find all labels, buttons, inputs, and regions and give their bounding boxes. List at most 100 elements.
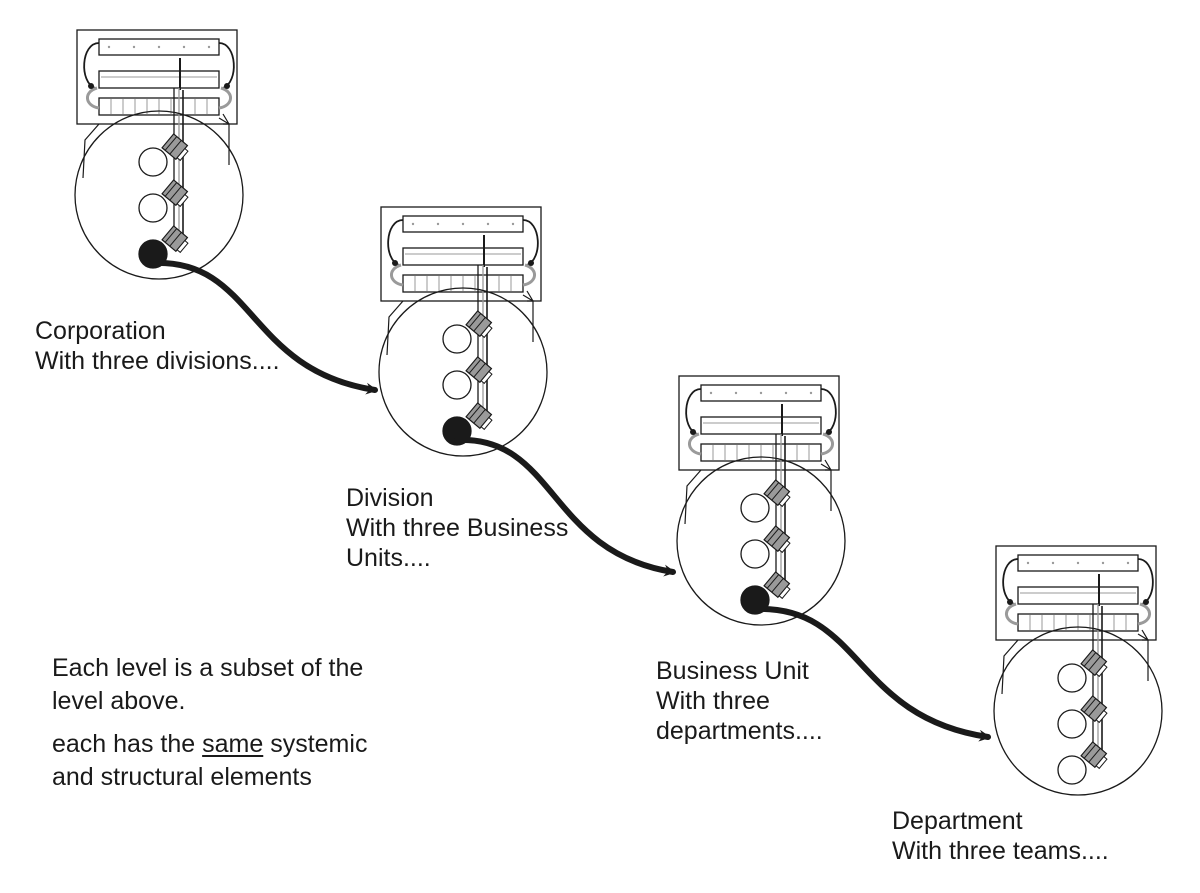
connector-tab (1095, 709, 1108, 724)
sub-unit-connector (1080, 649, 1108, 678)
connector-division-to-business-unit (454, 436, 676, 577)
unit-boundary-circle (74, 110, 244, 280)
connector-line (766, 574, 780, 589)
bar-dot (759, 391, 763, 395)
middle-bar (402, 247, 524, 266)
bar-dot (1101, 561, 1105, 565)
connector-line (468, 405, 482, 420)
connector-line (771, 486, 784, 501)
joint (88, 83, 94, 89)
sub-unit (740, 539, 770, 569)
sub-unit-connector (465, 402, 493, 431)
note-line-end: systemic (263, 730, 368, 758)
note-paragraph-1: Each level is a subset of the level abov… (52, 652, 367, 718)
bar-dot (1051, 561, 1055, 565)
bar-dot (182, 45, 186, 49)
connector-business-unit-to-department (752, 605, 991, 742)
bar-dot (511, 222, 515, 226)
connector-line (1088, 656, 1101, 671)
label-title: Department (892, 807, 1023, 835)
connector-tab (480, 324, 493, 339)
sub-unit (1057, 755, 1087, 785)
sub-unit-connector (763, 571, 791, 600)
connector-line (1083, 698, 1097, 713)
label-subtitle: With three (656, 687, 770, 715)
note-line-start: each has the (52, 730, 203, 758)
sub-unit-connector (1080, 741, 1108, 770)
unit-boundary-circle (993, 626, 1163, 796)
org-unit-department (993, 545, 1163, 796)
bar-dot (809, 391, 813, 395)
sub-unit-connector (465, 310, 493, 339)
label-subtitle: With three divisions.... (35, 347, 280, 375)
feedback-arrow-left-lower (688, 432, 702, 456)
label-title: Division (346, 484, 434, 512)
connector-tab (176, 147, 189, 162)
note-line: level above. (52, 687, 186, 715)
bar-dot (734, 391, 738, 395)
sub-unit-connector (161, 179, 189, 208)
connector-tab (176, 239, 189, 254)
joint (224, 83, 230, 89)
label-subtitle: Units.... (346, 544, 431, 572)
connector-line (169, 140, 182, 155)
bar-dot (411, 222, 415, 226)
label-subtitle: With three Business (346, 514, 569, 542)
sub-unit-connector (161, 133, 189, 162)
connector-line (771, 532, 784, 547)
connector-line (473, 363, 486, 378)
bar-dot (1026, 561, 1030, 565)
org-unit-business-unit (676, 375, 846, 626)
unit-boundary-circle (676, 456, 846, 626)
sub-unit-connector (465, 356, 493, 385)
small-arrow (820, 459, 832, 471)
label-subtitle: departments.... (656, 717, 823, 745)
label-title: Business Unit (656, 657, 809, 685)
bar-dot (436, 222, 440, 226)
connector-tab (778, 539, 791, 554)
connector-line (771, 578, 784, 593)
label-business-unit: Business Unit With three departments.... (656, 656, 823, 746)
bar-dot (784, 391, 788, 395)
connector-corporation-to-division (150, 259, 378, 395)
small-arrow (1137, 629, 1149, 641)
note-line: and structural elements (52, 763, 312, 791)
connector-line (1088, 702, 1101, 717)
connector-line (169, 232, 182, 247)
support-line (684, 469, 702, 525)
feedback-arrow-right-lower (1137, 602, 1151, 626)
sub-unit (442, 324, 472, 354)
label-subtitle: With three teams.... (892, 837, 1109, 865)
feedback-arrow-right-lower (820, 432, 834, 456)
connector-tab (1095, 663, 1108, 678)
joint (392, 260, 398, 266)
connector-tab (176, 193, 189, 208)
small-arrow (218, 113, 230, 125)
connector-line (473, 409, 486, 424)
feedback-arrow-left-lower (390, 263, 404, 287)
bar-dot (132, 45, 136, 49)
joint (1143, 599, 1149, 605)
explanatory-notes: Each level is a subset of the level abov… (52, 652, 367, 804)
middle-bar (1017, 586, 1139, 605)
bar-dot (107, 45, 111, 49)
middle-bar (98, 70, 220, 89)
unit-boundary-circle (378, 287, 548, 457)
support-line (1001, 639, 1019, 695)
label-department: Department With three teams.... (892, 806, 1109, 866)
note-line: Each level is a subset of the (52, 654, 364, 682)
connector-line (164, 136, 178, 151)
small-arrow (522, 290, 534, 302)
sub-unit (138, 147, 168, 177)
feedback-arrow-right-lower (522, 263, 536, 287)
label-title: Corporation (35, 317, 166, 345)
sub-unit-connector (763, 525, 791, 554)
connector-tab (778, 493, 791, 508)
sub-unit-connector (763, 479, 791, 508)
org-unit-division (378, 206, 548, 457)
connector-line (468, 359, 482, 374)
note-paragraph-2: each has the same systemic and structura… (52, 728, 367, 794)
connector-tab (1095, 755, 1108, 770)
bar-dot (207, 45, 211, 49)
joint (826, 429, 832, 435)
